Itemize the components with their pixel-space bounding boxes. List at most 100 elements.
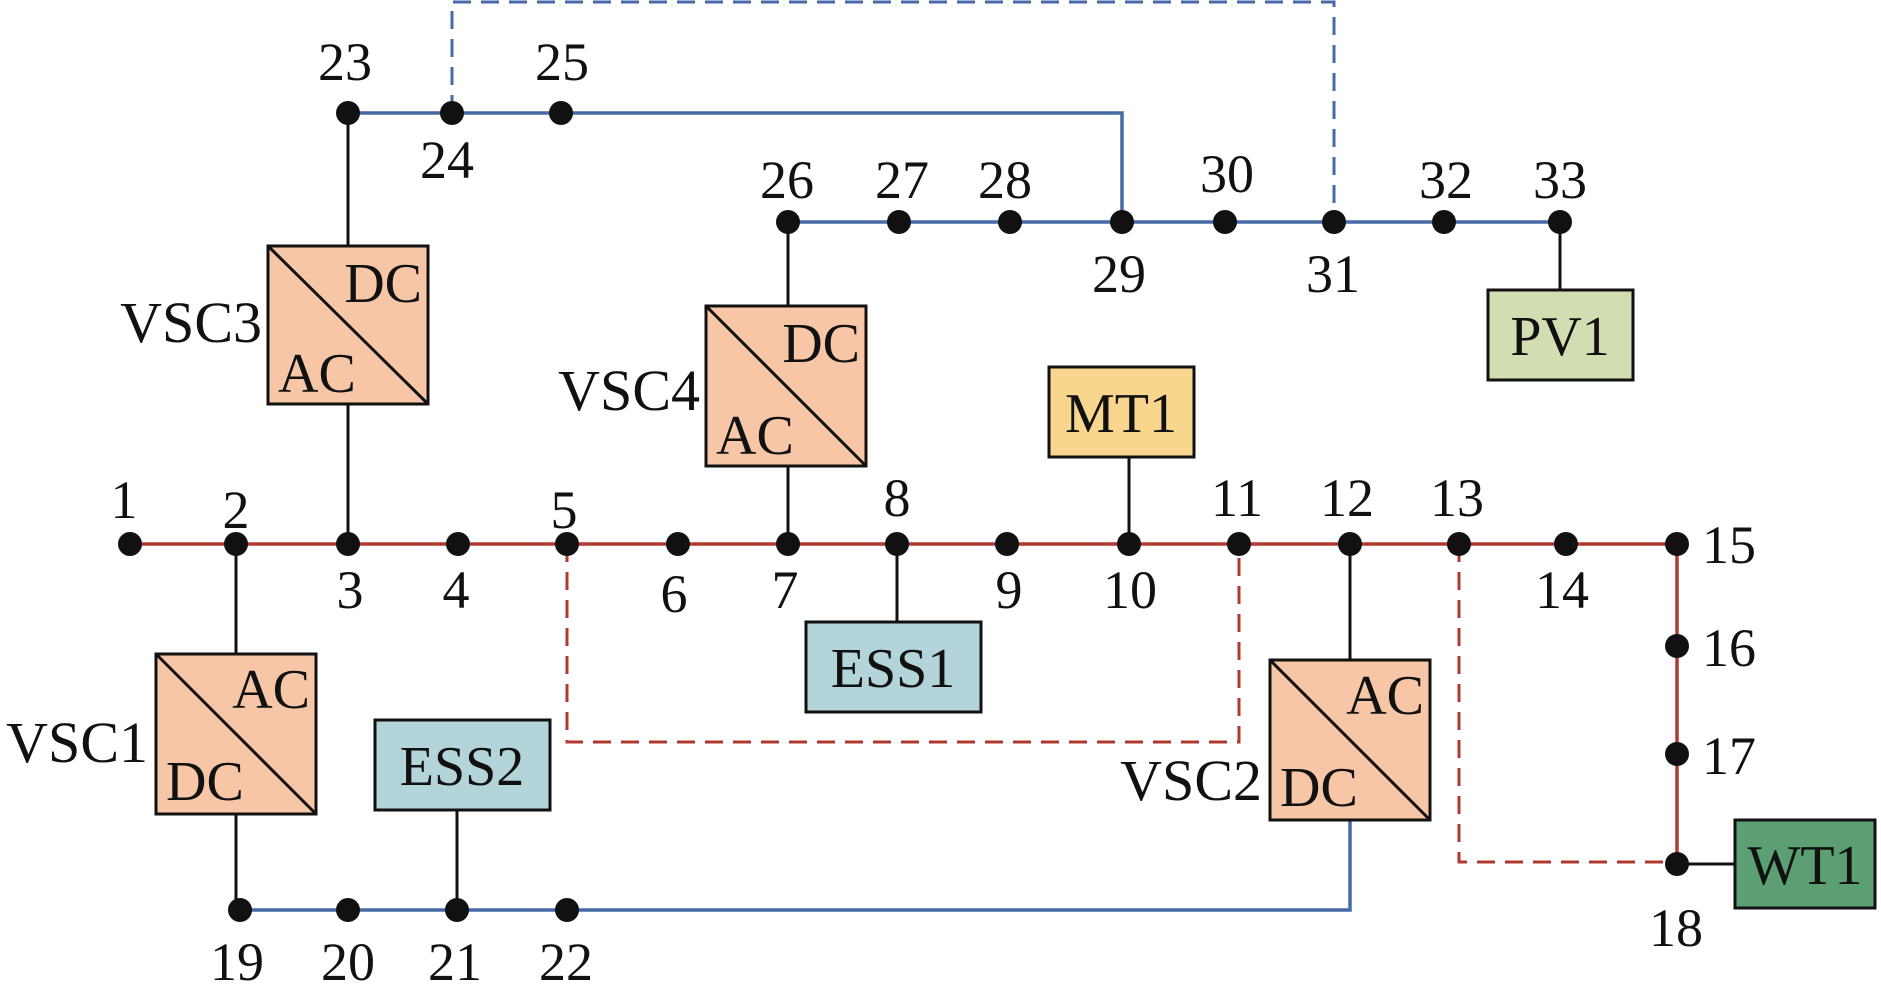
node-29-dot[interactable] [1110, 210, 1134, 234]
node-31-label: 31 [1306, 244, 1360, 304]
node-13-label: 13 [1430, 468, 1484, 528]
node-19-label: 19 [210, 932, 264, 992]
node-14-label: 14 [1535, 560, 1589, 620]
node-16-dot[interactable] [1665, 634, 1689, 658]
vsc2-converter[interactable]: AC DC [1268, 658, 1432, 822]
converters-layer: AC DC VSC1 AC DC VSC2 DC AC VSC3 [6, 244, 1432, 822]
node-9-dot[interactable] [995, 532, 1019, 556]
node-22-label: 22 [539, 932, 593, 992]
node-24-label: 24 [420, 130, 474, 190]
node-33-dot[interactable] [1548, 210, 1572, 234]
tie-line-13-18 [1457, 544, 1677, 864]
vsc2-top-text: AC [1346, 665, 1424, 727]
pv1-label: PV1 [1510, 306, 1610, 368]
devices-layer: MT1 ESS1 ESS2 PV1 WT1 [373, 288, 1877, 910]
node-1-dot[interactable] [118, 532, 142, 556]
node-26-dot[interactable] [776, 210, 800, 234]
mt1-label: MT1 [1065, 383, 1177, 445]
node-24-dot[interactable] [440, 101, 464, 125]
node-13-dot[interactable] [1447, 532, 1471, 556]
node-5-dot[interactable] [555, 532, 579, 556]
vsc4-converter[interactable]: DC AC [704, 304, 868, 468]
dc-lower-bus [240, 820, 1352, 912]
node-25-dot[interactable] [549, 101, 573, 125]
node-11-dot[interactable] [1227, 532, 1251, 556]
node-8-label: 8 [884, 468, 911, 528]
ess2-device[interactable]: ESS2 [373, 718, 552, 812]
vsc2-bottom-text: DC [1280, 757, 1358, 819]
node-3-dot[interactable] [336, 532, 360, 556]
node-4-label: 4 [443, 560, 470, 620]
node-11-label: 11 [1211, 468, 1263, 528]
pv1-device[interactable]: PV1 [1486, 288, 1635, 382]
node-9-label: 9 [996, 560, 1023, 620]
node-10-dot[interactable] [1117, 532, 1141, 556]
vsc4-top-text: DC [782, 313, 860, 375]
node-28-dot[interactable] [998, 210, 1022, 234]
node-4-dot[interactable] [446, 532, 470, 556]
node-32-dot[interactable] [1432, 210, 1456, 234]
node-2-dot[interactable] [224, 532, 248, 556]
wt1-label: WT1 [1747, 835, 1862, 897]
node-5-label: 5 [551, 480, 578, 540]
node-28-label: 28 [978, 150, 1032, 210]
vsc3-converter[interactable]: DC AC [266, 244, 430, 406]
node-15-label: 15 [1702, 515, 1756, 575]
node-31-dot[interactable] [1322, 210, 1346, 234]
node-33-label: 33 [1533, 150, 1587, 210]
vsc1-label: VSC1 [6, 710, 148, 775]
node-2-label: 2 [223, 480, 250, 540]
node-17-dot[interactable] [1665, 742, 1689, 766]
vsc3-top-text: DC [344, 253, 422, 315]
node-6-dot[interactable] [666, 532, 690, 556]
tie-line-24-31 [450, 0, 1336, 222]
node-25-label: 25 [535, 32, 589, 92]
node-8-dot[interactable] [885, 532, 909, 556]
mt1-device[interactable]: MT1 [1047, 365, 1196, 459]
ess1-device[interactable]: ESS1 [804, 620, 983, 714]
node-23-label: 23 [318, 32, 372, 92]
vsc3-label: VSC3 [120, 290, 262, 355]
ess1-label: ESS1 [831, 638, 956, 700]
tie-line-5-11 [565, 544, 1241, 744]
node-7-label: 7 [772, 560, 799, 620]
vsc4-bottom-text: AC [716, 405, 794, 467]
node-6-label: 6 [661, 564, 688, 624]
node-14-dot[interactable] [1554, 532, 1578, 556]
node-18-dot[interactable] [1665, 852, 1689, 876]
node-12-dot[interactable] [1338, 532, 1362, 556]
node-21-label: 21 [428, 932, 482, 992]
vsc1-bottom-text: DC [166, 751, 244, 813]
vsc3-bottom-text: AC [278, 343, 356, 405]
node-19-dot[interactable] [228, 898, 252, 922]
node-27-dot[interactable] [887, 210, 911, 234]
node-30-dot[interactable] [1213, 210, 1237, 234]
node-23-dot[interactable] [336, 101, 360, 125]
node-20-label: 20 [321, 932, 375, 992]
node-12-label: 12 [1320, 468, 1374, 528]
dc-upper-bus [348, 111, 1124, 222]
node-21-dot[interactable] [445, 898, 469, 922]
node-30-label: 30 [1200, 144, 1254, 204]
node-3-label: 3 [337, 560, 364, 620]
node-1-label: 1 [111, 470, 138, 530]
node-7-dot[interactable] [776, 532, 800, 556]
wt1-device[interactable]: WT1 [1733, 818, 1877, 910]
vsc2-label: VSC2 [1120, 748, 1262, 813]
vsc4-label: VSC4 [558, 358, 700, 423]
node-29-label: 29 [1092, 244, 1146, 304]
ess2-label: ESS2 [400, 736, 525, 798]
node-26-label: 26 [760, 150, 814, 210]
node-15-dot[interactable] [1665, 532, 1689, 556]
node-20-dot[interactable] [336, 898, 360, 922]
node-18-label: 18 [1649, 898, 1703, 958]
node-17-label: 17 [1702, 726, 1756, 786]
node-27-label: 27 [875, 150, 929, 210]
vsc1-top-text: AC [232, 659, 310, 721]
node-22-dot[interactable] [555, 898, 579, 922]
vsc1-converter[interactable]: AC DC [154, 652, 318, 816]
node-16-label: 16 [1702, 618, 1756, 678]
lines-layer [130, 0, 1735, 912]
